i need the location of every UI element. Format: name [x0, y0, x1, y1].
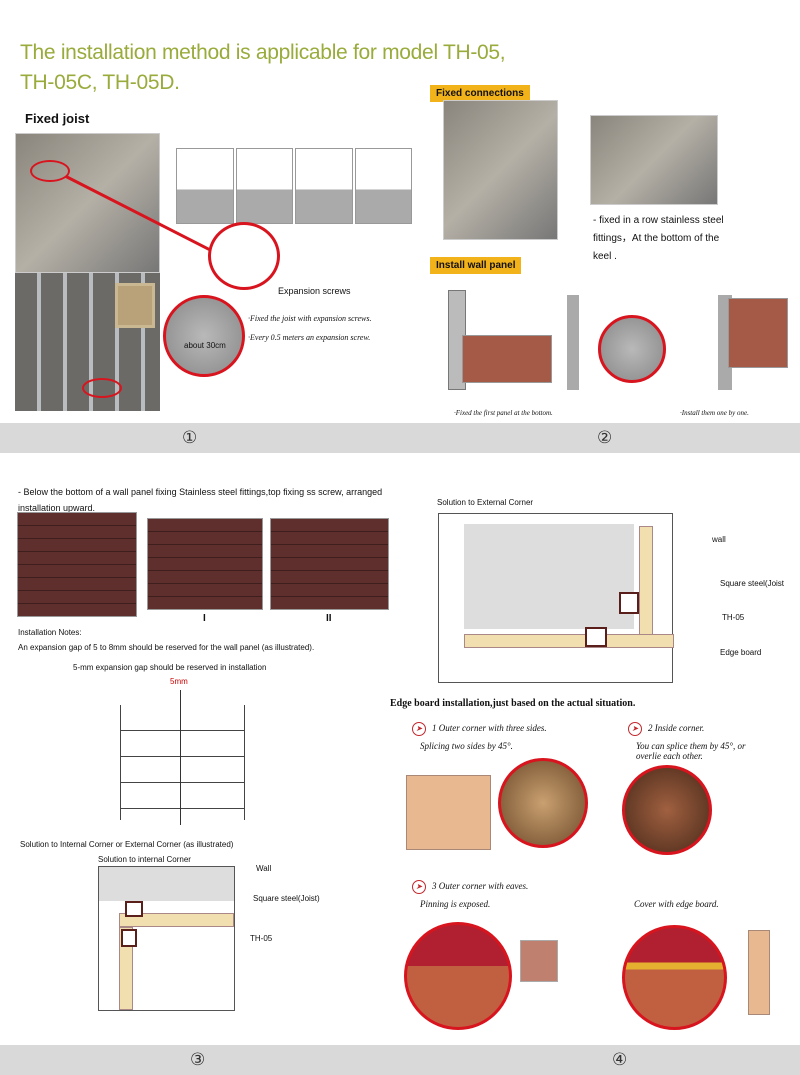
external-corner-diagram — [438, 513, 674, 683]
keel-photo — [590, 115, 718, 205]
edge-title: Edge board installation,just based on th… — [390, 698, 636, 709]
step-number-2: ② — [597, 428, 613, 447]
fixed-joist-heading: Fixed joist — [25, 111, 90, 126]
spacing-label: about 30cm — [184, 341, 226, 350]
highlight-ellipse — [82, 378, 122, 398]
expansion-screws-label: Expansion screws — [278, 286, 351, 296]
label-II: II — [326, 613, 332, 624]
notes-title: Installation Notes: — [18, 628, 82, 637]
arrow-circle-icon: ➤ — [412, 722, 426, 736]
outer-corner-circle — [498, 758, 588, 848]
int-th-label: TH-05 — [250, 934, 273, 943]
step-insert-icon — [295, 148, 353, 224]
step-blow-icon — [235, 148, 293, 224]
intro-text: - Below the bottom of a wall panel fixin… — [18, 487, 383, 513]
notes-text: An expansion gap of 5 to 8mm should be r… — [18, 643, 315, 652]
item-3: ➤3 Outer corner with eaves. — [412, 880, 528, 894]
int-wall-label: Wall — [256, 864, 272, 873]
wall-image — [17, 512, 137, 617]
panel-image — [462, 335, 552, 383]
install-panel-tag: Install wall panel — [430, 257, 522, 274]
pin-detail-image — [520, 940, 558, 982]
highlight-ellipse — [30, 160, 70, 182]
eaves-circle — [404, 922, 512, 1030]
ext-steel-label: Square steel(Joist — [720, 579, 785, 588]
section-bar-1 — [0, 423, 800, 453]
drilling-steps — [176, 148, 412, 224]
panel-image — [728, 298, 788, 368]
ext-wall-label: wall — [712, 535, 726, 544]
inside-corner-circle — [622, 765, 712, 855]
fixed-row-text: - fixed in a row stainless steel fitting… — [593, 215, 724, 262]
joist-photo-top — [15, 133, 160, 273]
internal-corner-diagram — [98, 866, 235, 1011]
arrow-circle-icon: ➤ — [412, 880, 426, 894]
gap-dimension: 5mm — [170, 677, 188, 686]
corner-title: Solution to Internal Corner or External … — [20, 840, 234, 849]
int-steel-label: Square steel(Joist) — [253, 894, 320, 903]
window-image — [115, 283, 155, 328]
ext-th-label: TH-05 — [722, 613, 745, 622]
gap-diagram — [120, 705, 245, 820]
page-title: The installation method is applicable fo… — [20, 41, 506, 94]
box-image — [406, 775, 491, 850]
item-2-sub: You can splice them by 45°, or overlie e… — [636, 741, 746, 761]
clip-closeup-circle — [598, 315, 666, 383]
item-2: ➤2 Inside corner. — [628, 722, 704, 736]
connection-photo — [443, 100, 558, 240]
wall-image-II — [270, 518, 389, 610]
step-number-3: ③ — [190, 1050, 206, 1069]
edge-board-image — [748, 930, 770, 1015]
item-1: ➤1 Outer corner with three sides. — [412, 722, 547, 736]
screw-circle — [208, 222, 280, 290]
cover-circle — [622, 925, 727, 1030]
caption-2: ·Install them one by one. — [680, 409, 749, 417]
wall-image-I — [147, 518, 263, 610]
step-screw-icon — [354, 148, 412, 224]
gap-title: 5-mm expansion gap should be reserved in… — [73, 663, 267, 672]
item-4-sub: Cover with edge board. — [634, 899, 719, 909]
step-number-1: ① — [182, 428, 198, 447]
external-title: Solution to External Corner — [437, 498, 534, 507]
label-I: I — [203, 613, 206, 624]
item-3-sub: Pinning is exposed. — [420, 899, 491, 909]
post-image — [567, 295, 579, 390]
note-1: ·Fixed the joist with expansion screws. — [248, 314, 372, 323]
step-number-4: ④ — [612, 1050, 628, 1069]
internal-title: Solution to internal Corner — [98, 855, 191, 864]
note-2: ·Every 0.5 meters an expansion screw. — [248, 333, 371, 342]
step-drill-icon — [176, 148, 234, 224]
joist-closeup-circle — [163, 295, 245, 377]
fixed-connections-tag: Fixed connections — [430, 85, 530, 102]
gap-line — [180, 690, 181, 825]
caption-1: ·Fixed the first panel at the bottom. — [454, 409, 553, 417]
ext-edge-label: Edge board — [720, 648, 762, 657]
arrow-circle-icon: ➤ — [628, 722, 642, 736]
section-bar-2 — [0, 1045, 800, 1075]
item-1-sub: Splicing two sides by 45°. — [420, 741, 513, 751]
